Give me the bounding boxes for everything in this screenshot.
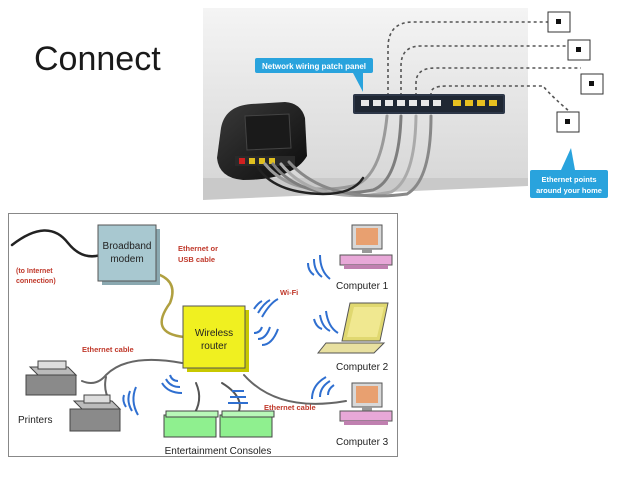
shelf — [203, 178, 528, 200]
router-label-line2: router — [201, 341, 228, 352]
broadband-modem — [97, 224, 160, 285]
computer-2-label: Computer 2 — [336, 362, 389, 373]
callout-patch-panel — [255, 58, 373, 73]
internet-label-line1: (to Internet — [16, 268, 53, 275]
console-2 — [219, 410, 275, 438]
patch-panel — [353, 94, 505, 114]
ethernet-wall-port — [547, 11, 571, 33]
printer-2 — [69, 394, 122, 432]
internet-cable — [10, 229, 108, 258]
consoles-label: Entertainment Consoles — [165, 446, 272, 457]
callout-patch-panel-label: Network wiring patch panel — [262, 62, 366, 71]
slide-title: Connect — [34, 40, 161, 78]
ethernet-wall-port — [567, 39, 591, 61]
wireless-router — [182, 305, 249, 372]
callout-pointer — [353, 73, 363, 92]
printer-1 — [25, 360, 78, 396]
callout-ethernet-points-line2: around your home — [536, 186, 602, 195]
modem-label-line1: Broadband — [103, 241, 152, 252]
patch-panel-photo: Network wiring patch panel Ethernet poin… — [203, 8, 608, 200]
computer-2 — [316, 302, 389, 354]
computer-1-label: Computer 1 — [336, 281, 389, 292]
computer-3-label: Computer 3 — [336, 437, 389, 448]
modem-label-line2: modem — [110, 254, 143, 265]
router-device — [217, 102, 307, 180]
computer-1 — [339, 224, 393, 269]
dashed-cable-runs — [387, 21, 581, 117]
ethernet-usb-label-line1: Ethernet or — [178, 244, 218, 253]
ethernet-wall-port — [556, 111, 580, 133]
callout-pointer — [561, 148, 575, 170]
ethernet-wall-port — [580, 73, 604, 95]
printer-cable — [81, 358, 183, 384]
patch-cables — [255, 114, 433, 198]
computer-3 — [339, 382, 393, 425]
console-1 — [163, 410, 219, 438]
printers-label: Printers — [18, 415, 52, 426]
ethernet-cable-label-left: Ethernet cable — [82, 345, 134, 354]
wifi-waves — [122, 254, 339, 416]
router-label-line1: Wireless — [195, 328, 233, 339]
callout-ethernet-points — [530, 170, 608, 198]
callout-ethernet-points-line1: Ethernet points — [541, 175, 596, 184]
ethernet-usb-label-line2: USB cable — [178, 255, 215, 264]
computer3-cable — [243, 374, 347, 405]
modem-router-cable — [158, 273, 186, 339]
internet-label-line2: connection) — [16, 278, 56, 285]
wifi-label: Wi-Fi — [280, 288, 298, 297]
ethernet-cable-label-right: Ethernet cable — [264, 403, 316, 412]
network-diagram: Broadband modem Wireless router (to Inte… — [8, 213, 398, 457]
